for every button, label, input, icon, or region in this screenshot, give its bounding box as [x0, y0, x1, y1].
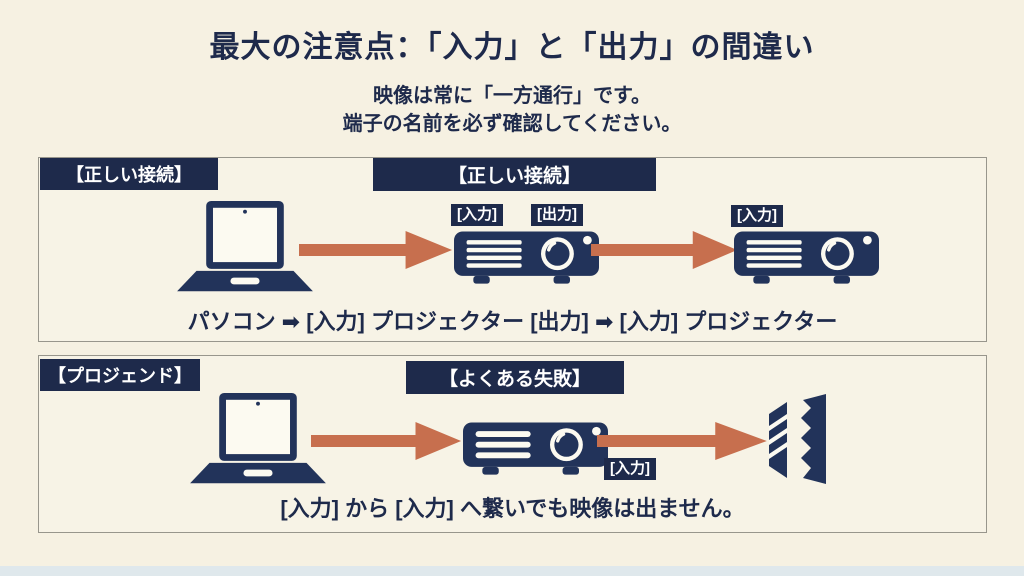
panel-common-mistake: 【プロジェンド】 【よくある失敗】: [38, 355, 987, 533]
panel-correct-connection: 【正しい接続】 【正しい接続】 [入力] [出力]: [38, 157, 987, 342]
projector2-input-label: [入力]: [731, 205, 783, 227]
arrow-right-icon: [591, 228, 739, 272]
projector1-output-label: [出力]: [531, 204, 583, 226]
panel2-center-badge: 【よくある失敗】: [406, 361, 624, 394]
laptop-icon: [189, 393, 327, 490]
arrow-right-icon: [299, 228, 454, 272]
projector1-input-label: [入力]: [451, 204, 503, 226]
projector-icon: [454, 231, 599, 288]
panel2-caption: [入力] から [入力] へ繋いでも映像は出ません。: [280, 496, 745, 521]
panel1-caption: パソコン ➡ [入力] プロジェクター [出力] ➡ [入力] プロジェクター: [187, 309, 838, 334]
broken-screen-icon: [766, 393, 830, 485]
projector-icon: [734, 231, 879, 288]
panel1-corner-badge: 【正しい接続】: [40, 158, 218, 190]
page-title: 最大の注意点：「入力」と「出力」の間違い: [209, 31, 815, 64]
projector-input-label: [入力]: [604, 458, 656, 480]
arrow-right-icon: [597, 419, 769, 463]
arrow-right-icon: [311, 419, 463, 463]
subtitle-line-1: 映像は常に「一方通行」です。: [373, 85, 651, 107]
projector-icon: [463, 422, 608, 479]
panel1-center-badge: 【正しい接続】: [373, 158, 656, 191]
panel2-corner-badge: 【プロジェンド】: [40, 359, 200, 391]
footer-strip: [0, 566, 1024, 576]
laptop-icon: [176, 201, 314, 298]
subtitle-line-2: 端子の名前を必ず確認してください。: [342, 113, 682, 135]
